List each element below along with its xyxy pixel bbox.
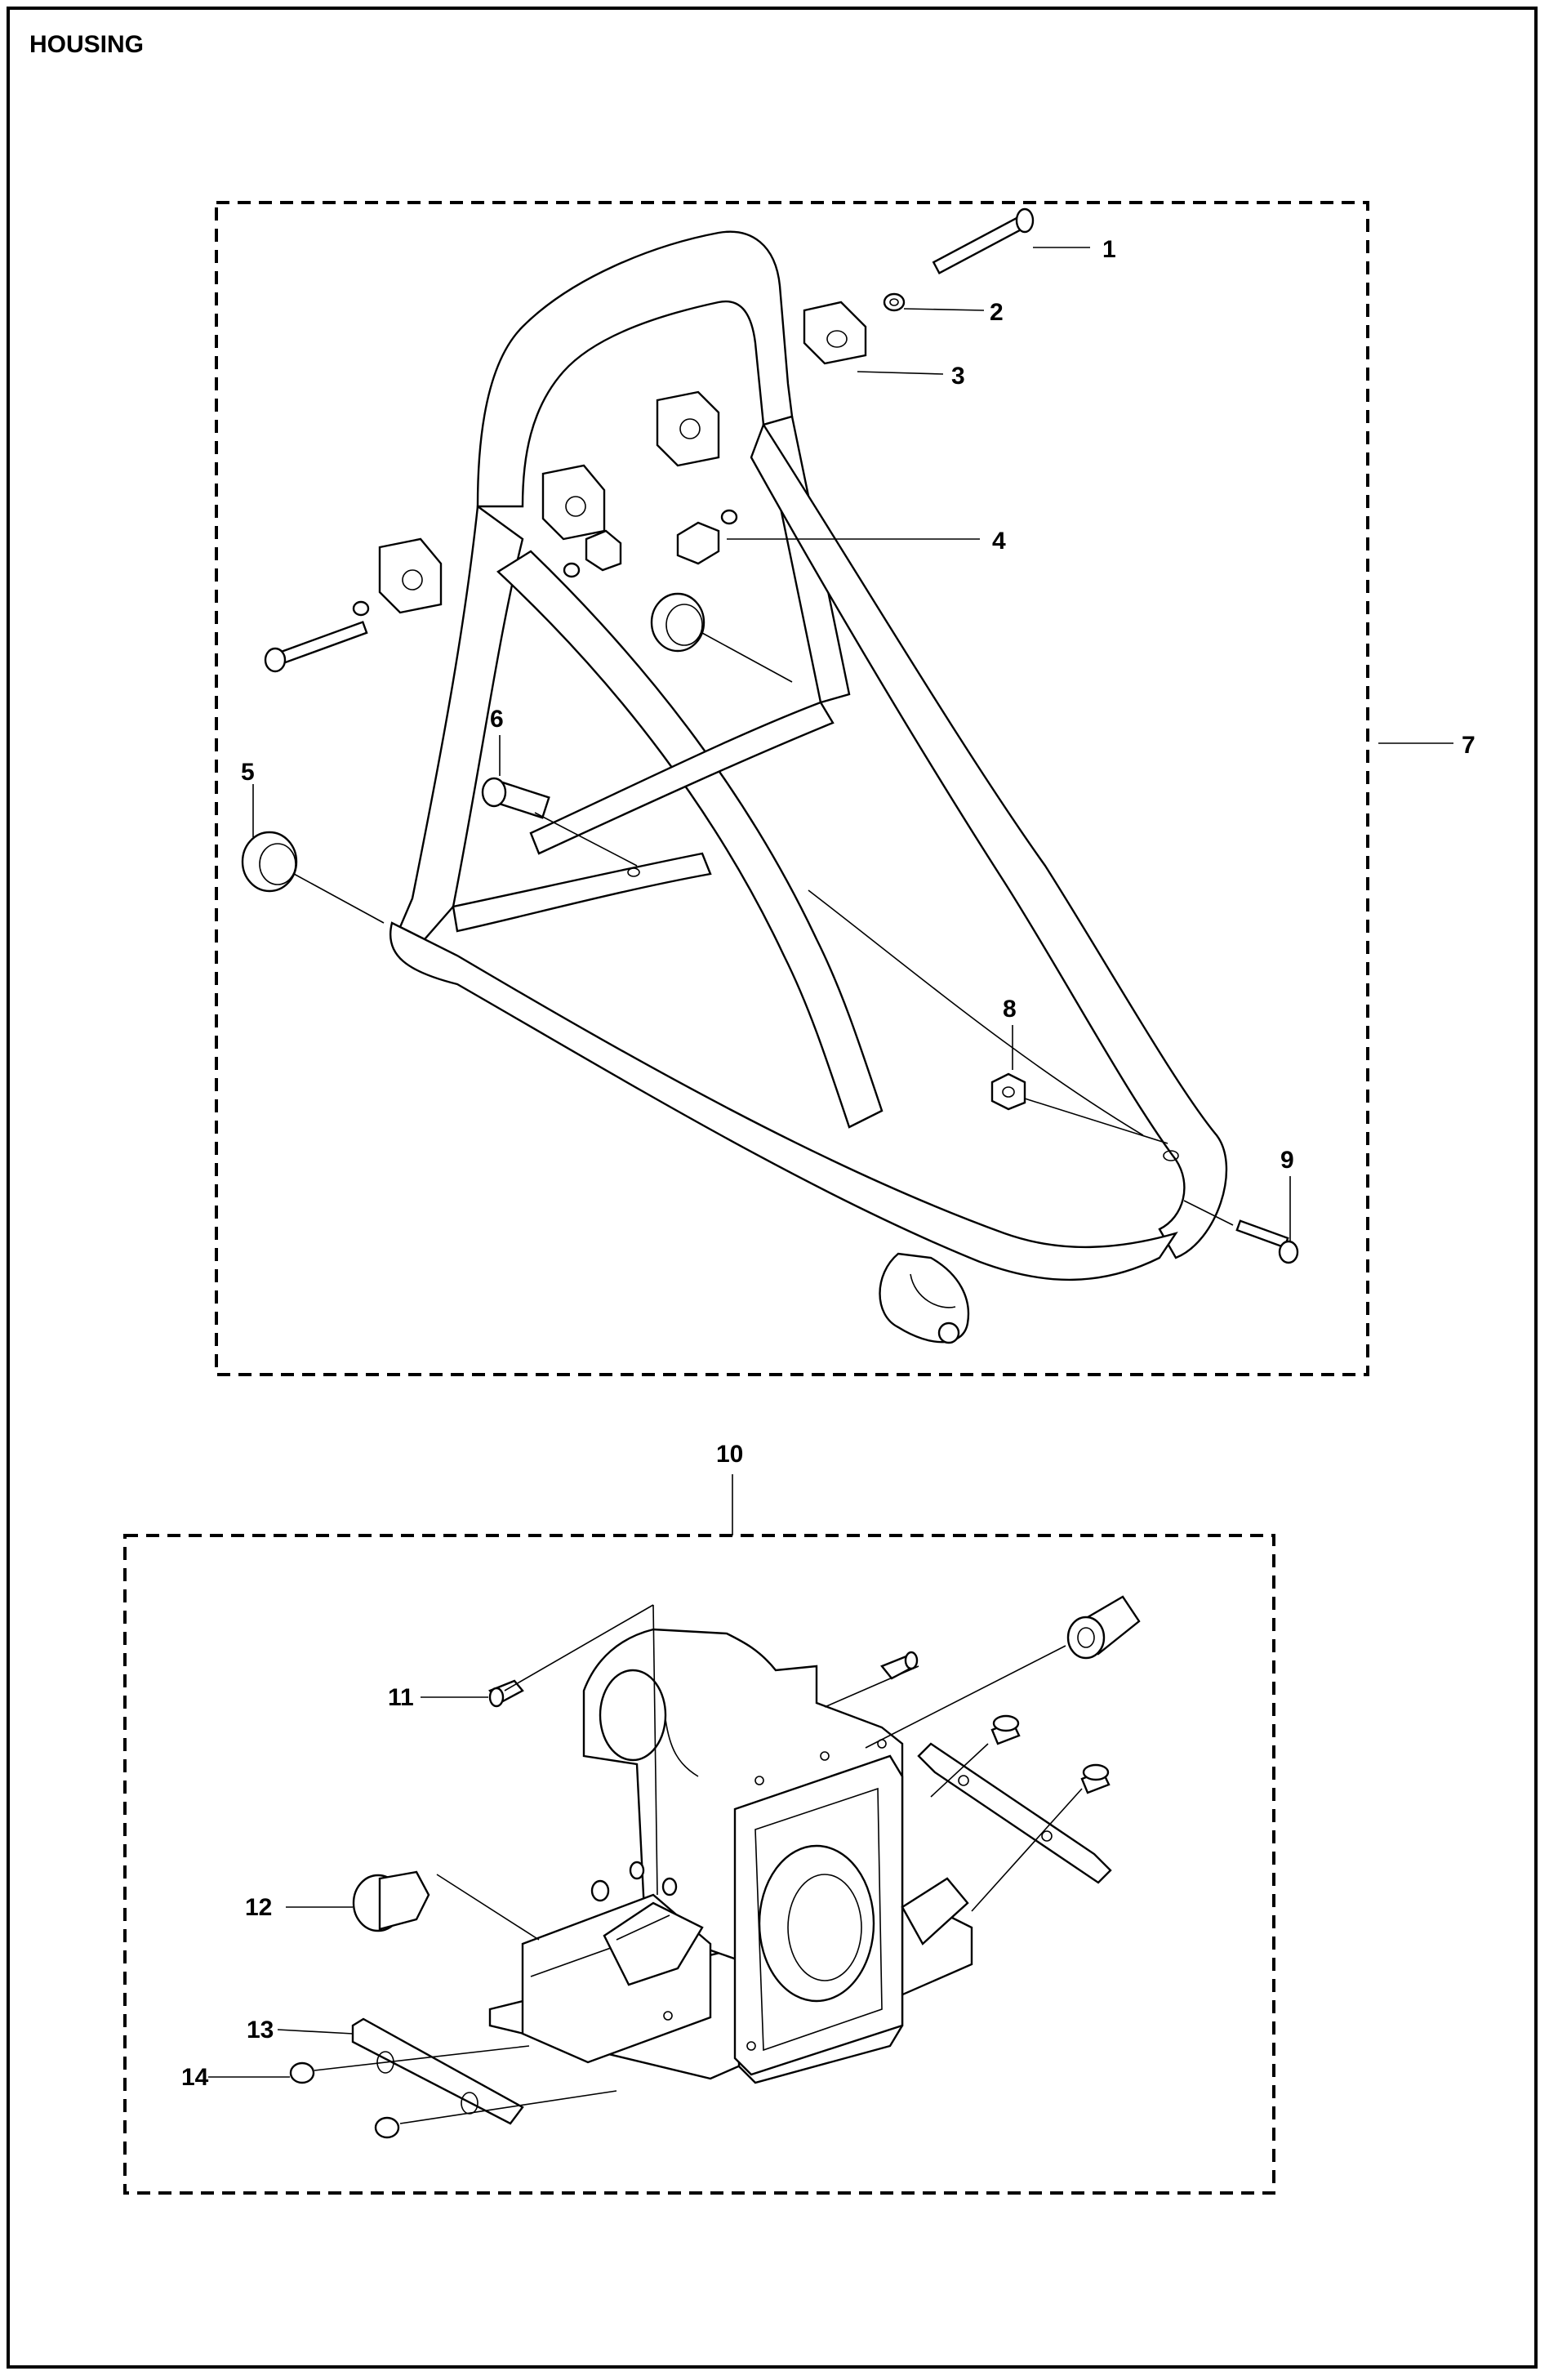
screw-left-drawing <box>264 600 370 673</box>
callout-5: 5 <box>241 759 255 786</box>
plug-right-drawing <box>1066 1595 1141 1660</box>
frame-assembly-boundary <box>215 201 1369 1376</box>
screw-14-drawing <box>289 2061 400 2139</box>
callout-6: 6 <box>490 706 504 733</box>
plug-12-drawing <box>352 1870 430 1932</box>
washer-2-drawing <box>883 292 906 312</box>
callout-4: 4 <box>992 528 1006 555</box>
callout-1: 1 <box>1102 236 1116 263</box>
callout-13: 13 <box>247 2017 274 2044</box>
callout-10: 10 <box>716 1441 743 1468</box>
plate-right-drawing <box>917 1714 1112 1884</box>
housing-assembly-boundary <box>123 1534 1275 2195</box>
callout-12: 12 <box>245 1894 272 1921</box>
plate-13-drawing <box>351 2017 524 2125</box>
bolt-6-drawing <box>481 777 550 819</box>
callout-2: 2 <box>990 299 1004 326</box>
callout-9: 9 <box>1280 1147 1294 1174</box>
nut-8-drawing <box>990 1072 1026 1111</box>
screw-9-drawing <box>1235 1219 1299 1264</box>
callout-8: 8 <box>1003 996 1017 1023</box>
page-title: HOUSING <box>29 31 145 58</box>
nipple-11-drawing <box>488 1651 919 1708</box>
page-frame <box>7 7 1538 2369</box>
clamp-3-drawing <box>803 301 867 365</box>
leader-lines-group-10 <box>208 1604 1083 2124</box>
callout-7: 7 <box>1462 732 1476 759</box>
tube-frame-drawing <box>389 230 1228 1344</box>
plug-upper-drawing <box>650 592 706 653</box>
callout-3: 3 <box>951 363 965 390</box>
leader-lines-group-7 <box>252 247 1453 1241</box>
screw-1-drawing <box>932 207 1035 274</box>
gear-housing-drawing <box>488 1628 973 2084</box>
plug-5-drawing <box>241 831 298 893</box>
callout-14: 14 <box>181 2064 209 2091</box>
nut-4-drawing <box>563 509 738 578</box>
callout-11: 11 <box>388 1684 414 1711</box>
